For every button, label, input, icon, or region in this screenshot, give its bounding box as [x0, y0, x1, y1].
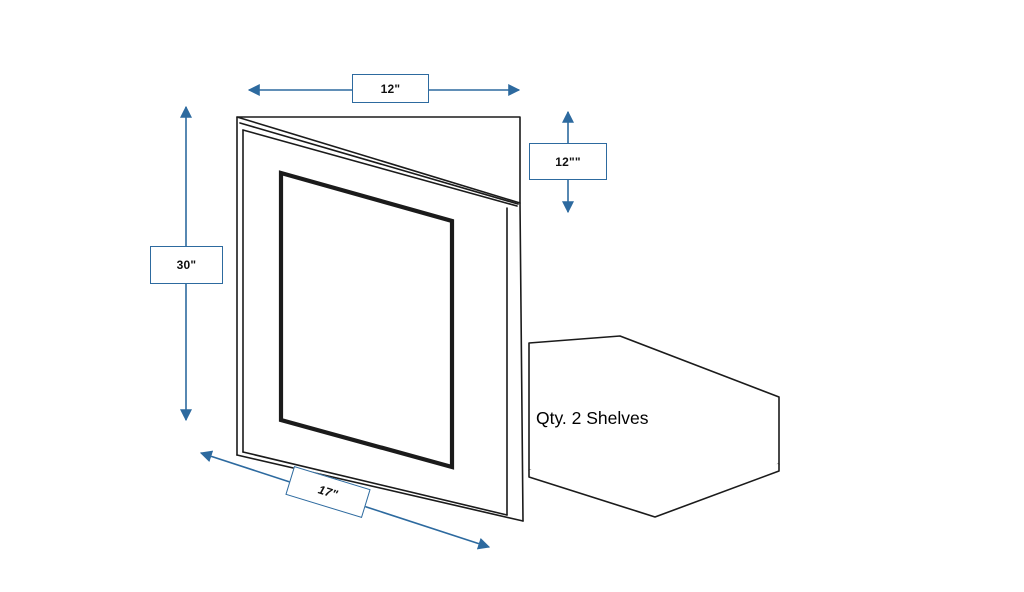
shelves-quantity-note: Qty. 2 Shelves: [536, 408, 649, 428]
shelf-thickness-edge: [528, 464, 780, 518]
dimension-label-left-height: 30": [150, 246, 223, 284]
dimension-label-top-width: 12": [352, 74, 429, 103]
cabinet-door-panel: [278, 170, 455, 470]
shelf-outline: [528, 335, 780, 518]
cabinet-right-outer-edge: [519, 202, 524, 522]
cabinet-outline: [236, 116, 524, 522]
cabinet-top-face: [236, 116, 521, 204]
cabinet-frame-top-line: [242, 129, 518, 207]
cabinet-top-edge-line: [239, 122, 519, 205]
dimension-label-right-depth: 12"": [529, 143, 607, 180]
cabinet-face-bottom-edge: [242, 451, 508, 516]
